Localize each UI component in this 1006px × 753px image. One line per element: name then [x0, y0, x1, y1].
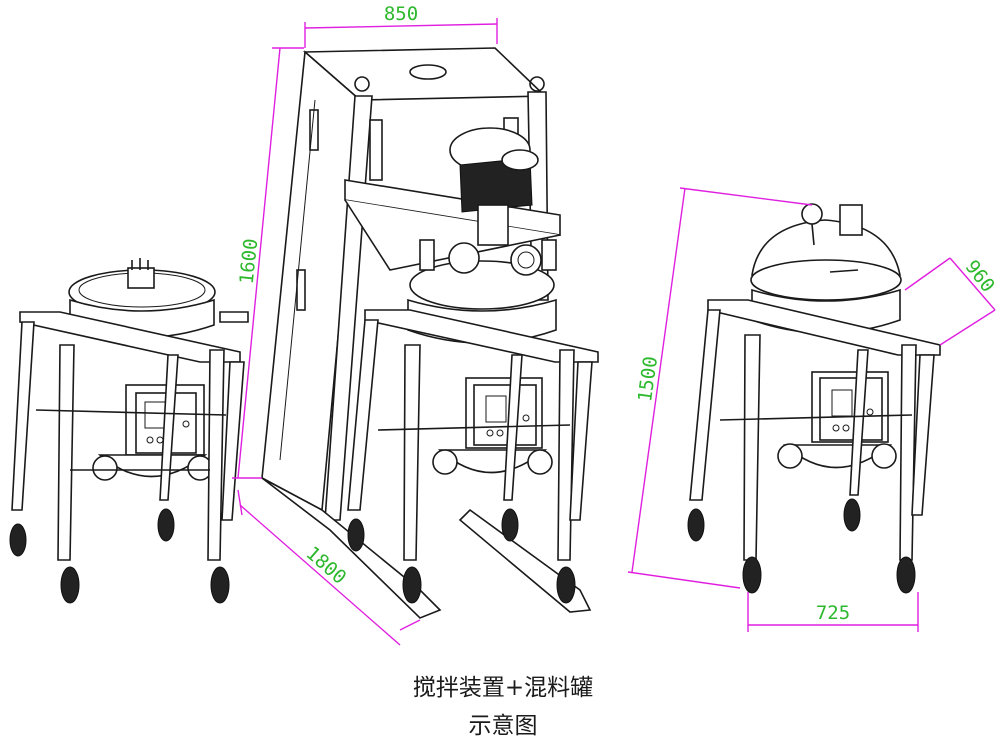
- dim-960-label: 960: [960, 256, 998, 297]
- dimension-1600: 1600: [232, 47, 304, 479]
- caption-title: 搅拌装置+混料罐: [412, 675, 594, 701]
- dimension-960: 960: [904, 256, 999, 346]
- dim-850-label: 850: [384, 3, 418, 25]
- dim-1600-label: 1600: [236, 237, 263, 285]
- dim-725-label: 725: [816, 602, 850, 624]
- dim-1500-label: 1500: [634, 355, 662, 403]
- caption-subtitle: 示意图: [468, 713, 538, 739]
- dimension-850: 850: [304, 3, 498, 48]
- agitator-lift-frame: [261, 47, 599, 619]
- dimension-725: 725: [747, 592, 919, 632]
- left-mixing-tank: [9, 258, 249, 604]
- right-sealed-tank: [687, 203, 941, 594]
